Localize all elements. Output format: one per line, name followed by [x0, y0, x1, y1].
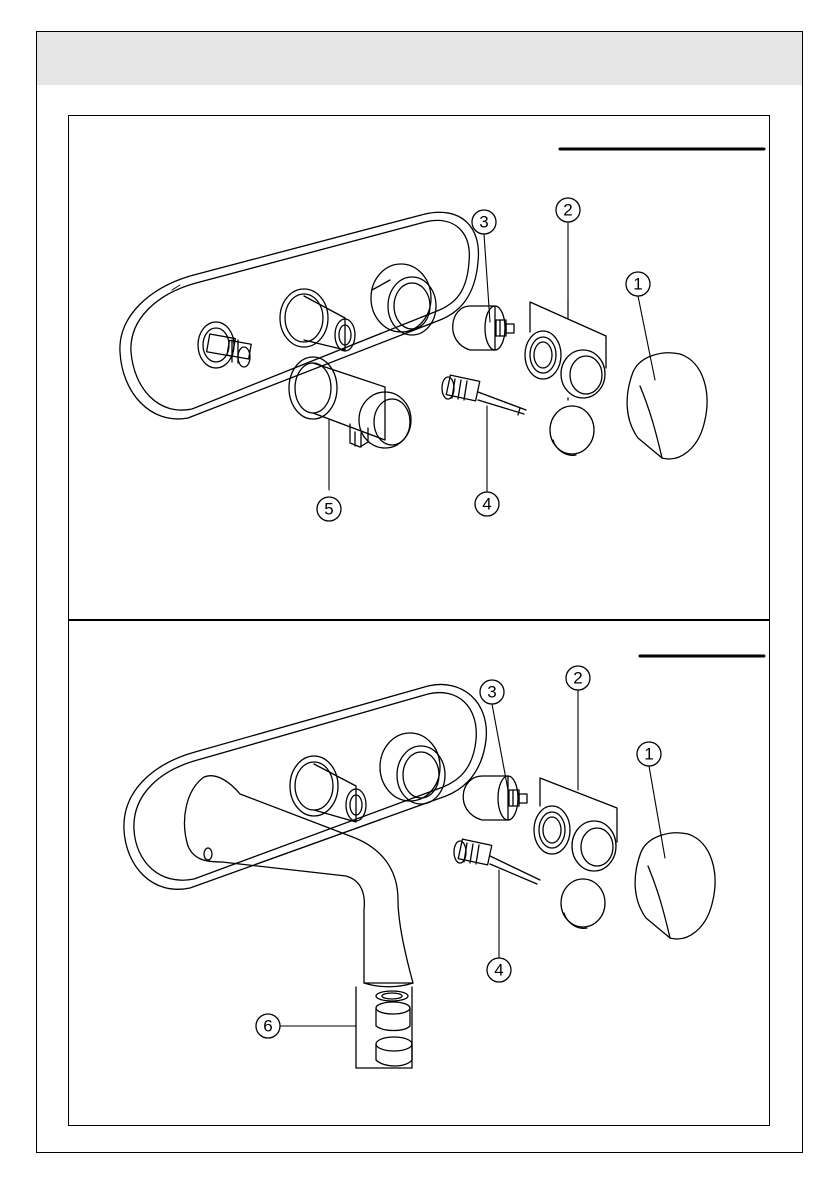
top-part-1-handle — [627, 353, 707, 459]
top-diagram: 1 2 3 4 5 — [120, 149, 764, 521]
bottom-part-2-sleeve — [534, 778, 617, 871]
bottom-spout — [185, 776, 413, 987]
callout-4-label: 4 — [482, 495, 491, 514]
bottom-callout-1: 1 — [637, 742, 661, 766]
bottom-part-6-aerator — [356, 987, 412, 1068]
top-part-4-spindle — [442, 375, 526, 415]
top-cap — [550, 406, 594, 455]
callout-1-label: 1 — [644, 745, 653, 764]
bottom-part-3-cartridge — [463, 776, 527, 820]
callout-6-label: 6 — [263, 1017, 272, 1036]
bottom-callout-4: 4 — [487, 958, 511, 982]
bottom-callout-2: 2 — [566, 666, 590, 690]
bottom-callout-6: 6 — [256, 1014, 280, 1038]
bottom-plate-ring — [380, 733, 445, 804]
bottom-cap — [561, 879, 605, 928]
top-callout-1: 1 — [626, 272, 650, 296]
callout-2-label: 2 — [573, 669, 582, 688]
bottom-callout-lines — [280, 690, 665, 1026]
top-valve-stub — [280, 289, 355, 351]
top-outlet — [289, 357, 411, 448]
callout-4-label: 4 — [494, 961, 503, 980]
bottom-valve-stub — [290, 756, 366, 822]
bottom-diagram: 1 2 3 4 6 — [124, 656, 764, 1068]
top-part-2-sleeve — [525, 300, 606, 400]
callout-1-label: 1 — [633, 275, 642, 294]
top-callout-5: 5 — [317, 497, 341, 521]
bottom-callout-3: 3 — [480, 680, 504, 704]
callout-3-label: 3 — [479, 213, 488, 232]
bottom-wall-plate — [124, 684, 486, 889]
callout-3-label: 3 — [487, 683, 496, 702]
top-callout-3: 3 — [472, 210, 496, 234]
bottom-part-1-handle — [635, 833, 715, 939]
top-wall-plate — [120, 212, 479, 419]
callout-2-label: 2 — [563, 201, 572, 220]
top-diverter-connector — [198, 322, 251, 368]
callout-5-label: 5 — [324, 500, 333, 519]
bottom-part-4-spindle — [454, 839, 540, 884]
top-callout-2: 2 — [556, 198, 580, 222]
top-callout-4: 4 — [475, 492, 499, 516]
top-part-3-cartridge — [453, 306, 514, 350]
